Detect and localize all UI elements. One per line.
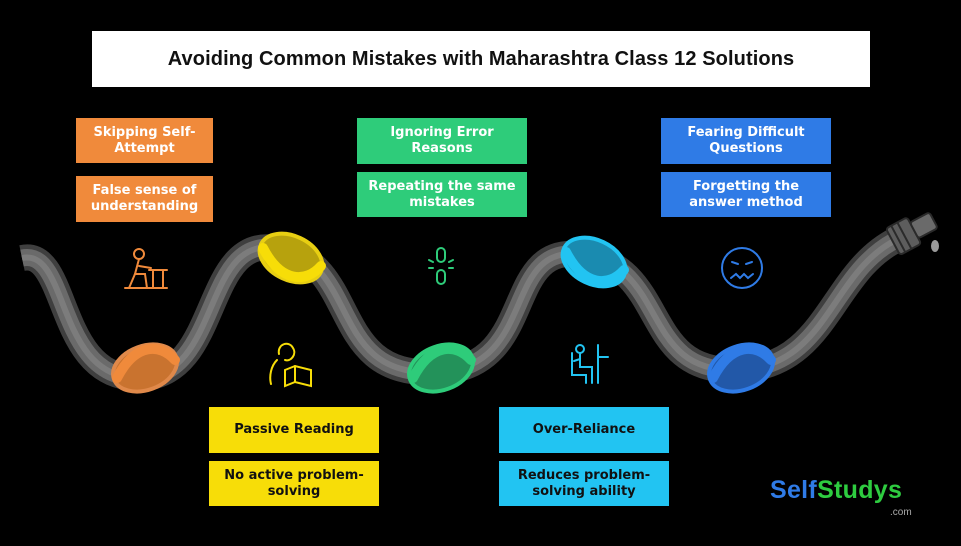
knot-cyan xyxy=(560,235,629,289)
logo-domain: .com xyxy=(890,507,912,518)
knot-orange xyxy=(111,342,180,394)
card-ignoring-error-reasons: Ignoring Error Reasons xyxy=(357,118,527,164)
worried-face-icon xyxy=(721,247,763,289)
card-fearing-difficult-questions: Fearing Difficult Questions xyxy=(661,118,831,164)
card-repeating-mistakes: Repeating the same mistakes xyxy=(357,172,527,217)
student-at-desk-icon xyxy=(124,248,168,289)
knot-green xyxy=(407,342,476,394)
person-on-chair-icon xyxy=(571,344,609,384)
card-passive-reading: Passive Reading xyxy=(209,407,379,453)
card-no-active-problem-solving: No active problem-solving xyxy=(209,461,379,506)
selfstudys-logo: SelfStudys xyxy=(770,476,902,505)
card-forgetting-method: Forgetting the answer method xyxy=(661,172,831,217)
water-drop xyxy=(931,240,939,252)
logo-self: Self xyxy=(770,476,818,504)
card-over-reliance: Over-Reliance xyxy=(499,407,669,453)
knot-blue xyxy=(707,342,776,394)
title-banner: Avoiding Common Mistakes with Maharashtr… xyxy=(92,31,870,87)
card-reduces-ability: Reduces problem-solving ability xyxy=(499,461,669,506)
card-false-sense: False sense of understanding xyxy=(76,176,213,222)
hose-nozzle xyxy=(885,212,938,255)
broken-chain-icon xyxy=(428,247,454,285)
logo-studys: Studys xyxy=(817,476,903,504)
page-title: Avoiding Common Mistakes with Maharashtr… xyxy=(167,47,795,70)
knot-yellow xyxy=(257,231,326,285)
reader-with-book-icon xyxy=(269,342,312,388)
card-skipping-self-attempt: Skipping Self-Attempt xyxy=(76,118,213,163)
